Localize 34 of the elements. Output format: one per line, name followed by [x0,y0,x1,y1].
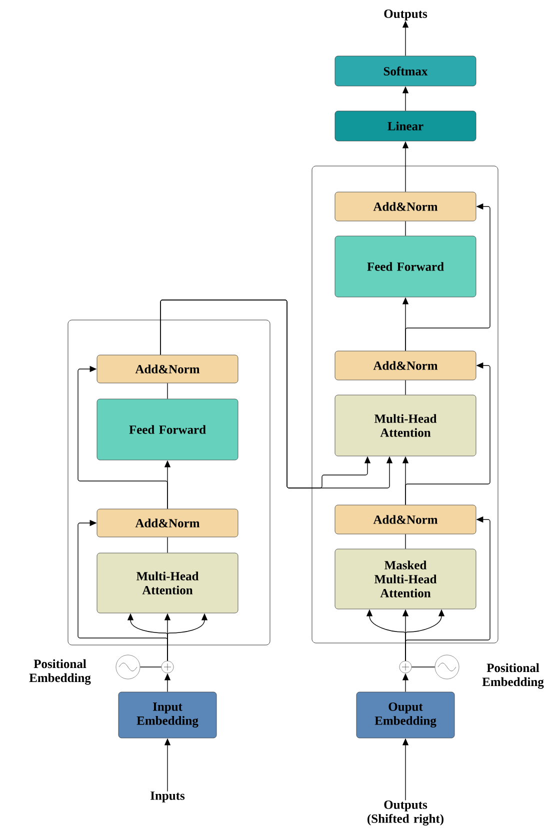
connector-line [167,536,168,554]
io-label: Outputs [384,10,428,20]
arrow [78,520,168,662]
softmax-box: Softmax [334,56,476,86]
feed-forward-box: Feed Forward [96,398,238,460]
feed-forward-box: Feed Forward [334,236,476,298]
attention-box: Multi-Head Attention [96,552,238,614]
positional-label: Positional Embedding [482,663,544,689]
connector-line [140,666,162,668]
add-norm-box: Add&Norm [334,192,476,222]
connector-line [405,220,406,236]
embedding-box: Ouput Embedding [356,692,455,738]
linear-box: Linear [334,110,476,142]
block-frame [68,320,270,646]
connector-line [405,380,406,396]
embedding-box: Input Embedding [118,692,217,738]
connector-line [167,382,168,400]
arrow [78,366,168,510]
sine-circle [434,654,460,680]
io-label: Outputs (Shifted right) [368,800,444,826]
block-frame [312,166,498,644]
attention-box: Multi-Head Attention [334,394,476,456]
add-norm-box: Add&Norm [334,350,476,380]
add-norm-box: Add&Norm [96,508,238,538]
add-norm-box: Add&Norm [334,504,476,534]
positional-label: Positional Embedding [29,659,91,685]
connector-line [405,534,406,550]
io-label: Inputs [150,792,185,802]
sine-circle [116,654,140,680]
plus-circle [161,660,174,674]
connector-line [411,666,436,668]
add-norm-box: Add&Norm [96,354,238,384]
attention-box: Masked Multi-Head Attention [334,548,476,610]
plus-circle [399,660,412,674]
